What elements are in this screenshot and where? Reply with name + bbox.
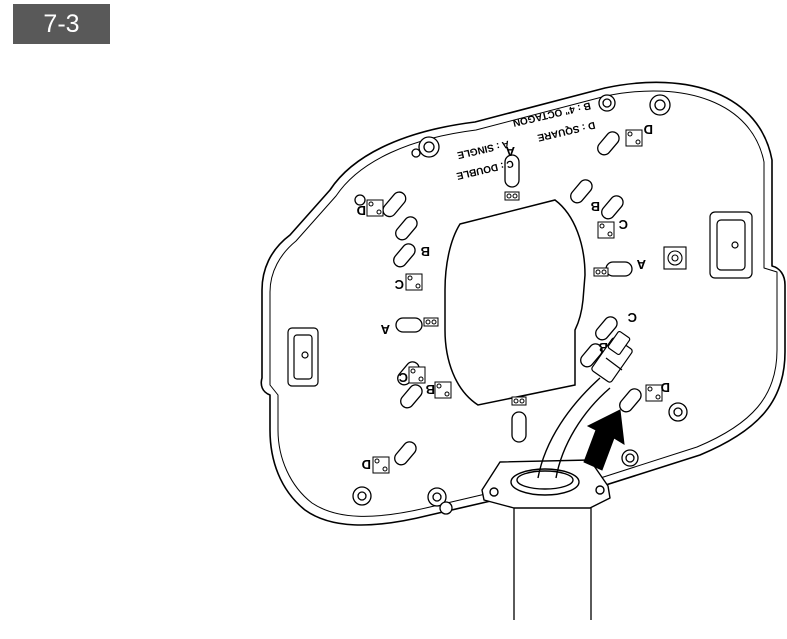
left-mounting-tab — [287, 327, 319, 387]
svg-text:D: D — [362, 457, 371, 472]
svg-text:A: A — [505, 144, 515, 159]
insert-direction-arrow — [583, 409, 625, 471]
svg-text:B: B — [599, 340, 608, 355]
svg-text:C: C — [627, 310, 637, 325]
ground-terminal-icon — [663, 246, 687, 270]
svg-text:A: A — [636, 257, 646, 272]
svg-text:C: C — [394, 277, 404, 292]
rj45-connector — [591, 330, 633, 383]
svg-text:C: C — [398, 370, 408, 385]
svg-text:B: B — [421, 244, 430, 259]
svg-text:D: D — [357, 203, 366, 218]
screw-bosses — [352, 94, 688, 515]
slot-holes — [382, 131, 642, 466]
svg-text:B: B — [591, 199, 600, 214]
pipe-flange — [481, 459, 611, 509]
svg-text:C: C — [618, 217, 628, 232]
svg-text:D: D — [661, 380, 670, 395]
right-mounting-tab — [709, 211, 753, 279]
hole-letter-labels: A D B C A C B D D B C A C B D — [357, 122, 670, 472]
hole-markers — [366, 129, 663, 474]
center-cable-opening — [444, 199, 586, 406]
svg-text:B: B — [426, 382, 435, 397]
svg-text:A: A — [380, 322, 390, 337]
step-number-badge: 7-3 — [13, 4, 110, 44]
svg-text:D: D — [644, 122, 653, 137]
network-cable — [537, 377, 611, 479]
conduit-pipe — [513, 508, 592, 620]
